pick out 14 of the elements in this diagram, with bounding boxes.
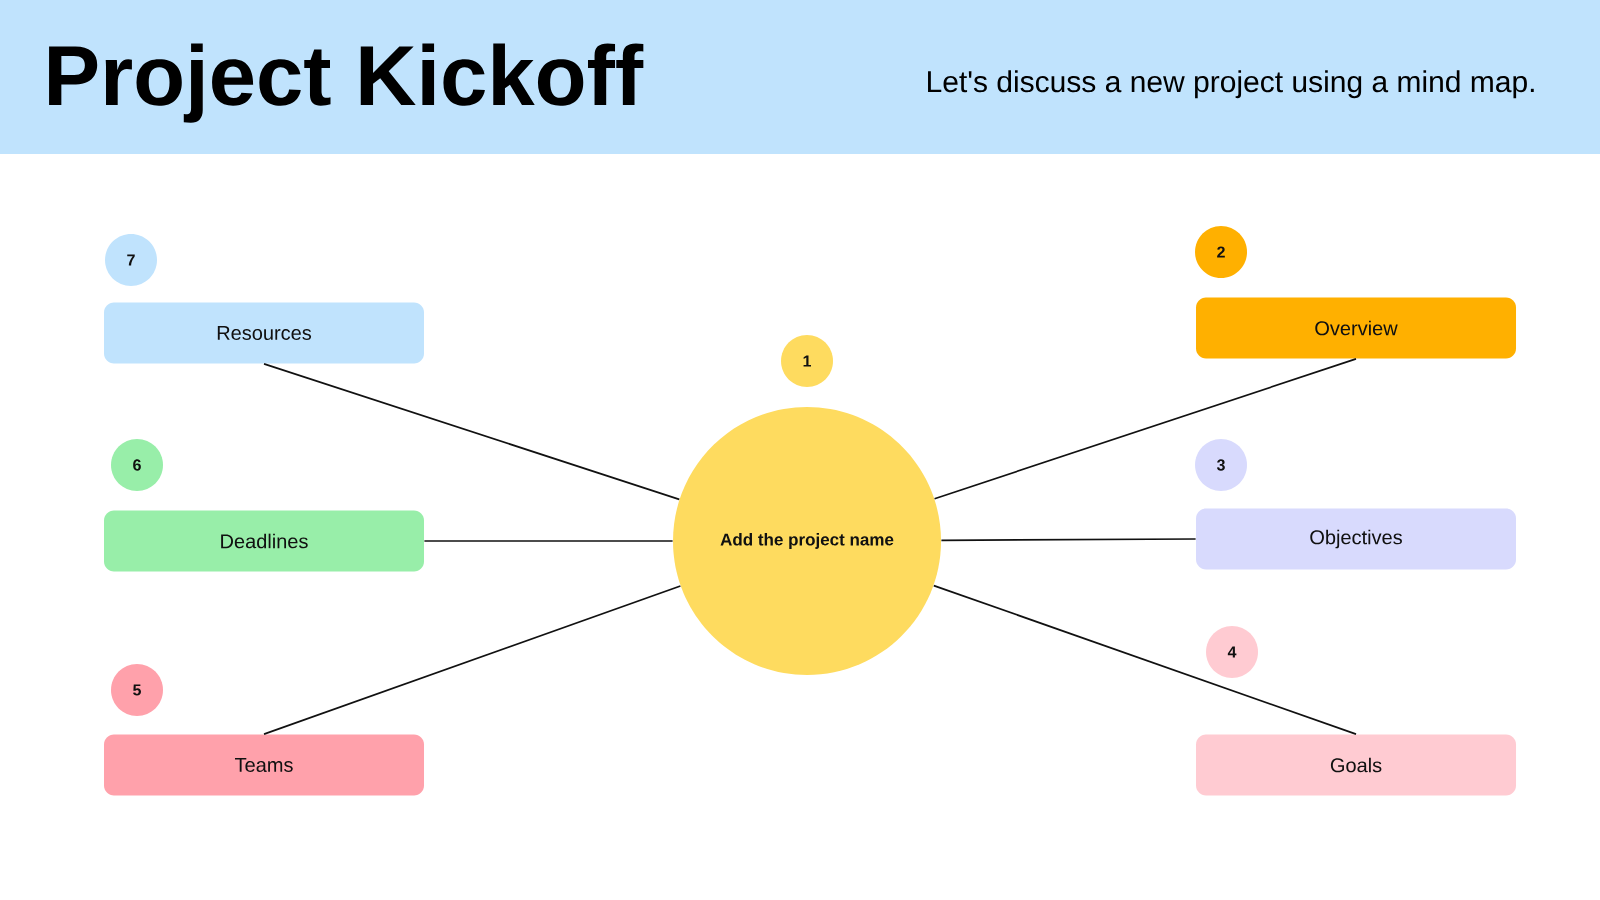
connector-line <box>423 540 674 542</box>
connector-line <box>263 585 682 735</box>
branch-box: Goals <box>1196 734 1516 796</box>
connector-line <box>933 358 1357 500</box>
branch-box: Deadlines <box>104 510 424 572</box>
connector-line <box>263 363 681 501</box>
branch-box: Objectives <box>1196 508 1516 570</box>
subtitle: Let's discuss a new project using a mind map. <box>928 70 1534 99</box>
branch-box: Resources <box>104 302 424 364</box>
branch-box: Overview <box>1196 297 1516 359</box>
connector-line <box>940 538 1197 542</box>
title: Project Kickoff <box>49 43 644 123</box>
connector-line <box>932 584 1357 735</box>
branch-box: Teams <box>104 734 424 796</box>
